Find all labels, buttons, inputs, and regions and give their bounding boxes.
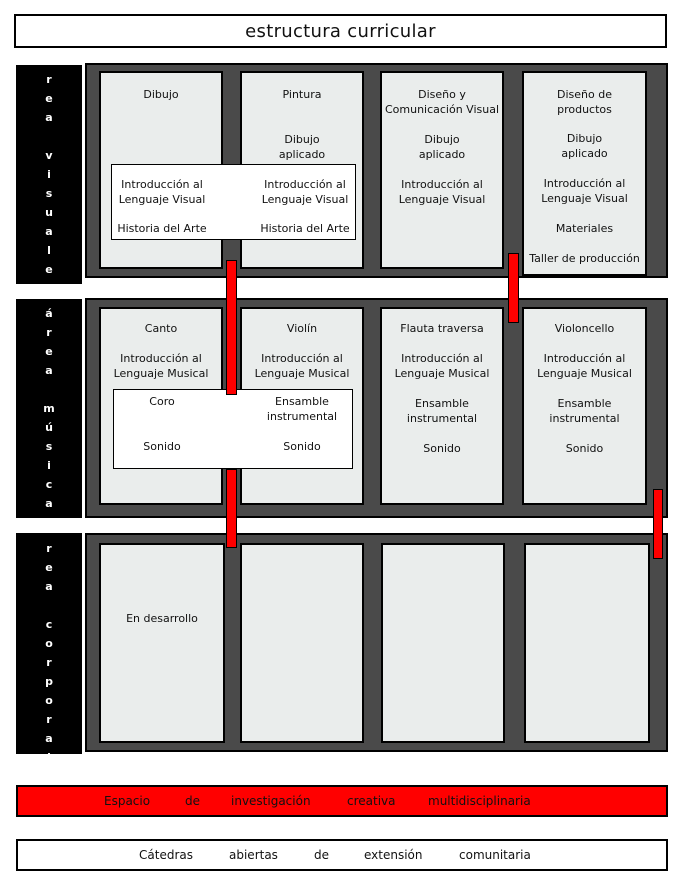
visual-shared-subjects-box: Introducción al Lenguaje Visual Introduc… bbox=[111, 164, 356, 240]
visual-col1-heading: Dibujo bbox=[143, 88, 179, 101]
music-col1-intro: Introducción al Lenguaje Musical bbox=[113, 352, 209, 380]
connector-visual-music-col4 bbox=[508, 253, 519, 323]
visual-col4-materiales: Materiales bbox=[555, 222, 614, 235]
visual-shared-historia-2: Historia del Arte bbox=[260, 222, 350, 235]
connector-music-corporal-col1 bbox=[226, 469, 237, 548]
investigacion-word-2: de bbox=[185, 794, 200, 808]
music-col3-intro: Introducción al Lenguaje Musical bbox=[394, 352, 490, 380]
investigacion-word-3: investigación bbox=[231, 794, 311, 808]
music-shared-ensamble: Ensamble instrumental bbox=[266, 395, 338, 423]
music-col1-heading: Canto bbox=[144, 322, 178, 335]
visual-shared-intro-2: Introducción al Lenguaje Visual bbox=[261, 178, 349, 206]
music-shared-sonido-2: Sonido bbox=[283, 440, 321, 453]
music-column-flauta: Flauta traversa Introducción al Lenguaje… bbox=[380, 307, 504, 505]
corporal-column-4 bbox=[524, 543, 650, 743]
corporal-col1-text: En desarrollo bbox=[126, 612, 198, 625]
music-col2-heading: Violín bbox=[286, 322, 318, 335]
connector-visual-music-col1 bbox=[226, 260, 237, 395]
investigacion-word-5: multidisciplinaria bbox=[428, 794, 531, 808]
corporal-column-2 bbox=[240, 543, 364, 743]
music-shared-subjects-box: Coro Ensamble instrumental Sonido Sonido bbox=[113, 389, 353, 469]
visual-col3-intro: Introducción al Lenguaje Visual bbox=[398, 178, 486, 206]
music-col3-ensamble: Ensamble instrumental bbox=[406, 397, 478, 425]
extension-word-5: comunitaria bbox=[459, 848, 531, 862]
music-col2-intro: Introducción al Lenguaje Musical bbox=[254, 352, 350, 380]
corporal-column-1: En desarrollo bbox=[99, 543, 225, 743]
extension-bar: Cátedras abiertas de extensión comunitar… bbox=[16, 839, 668, 871]
extension-word-3: de bbox=[314, 848, 329, 862]
music-shared-coro: Coro bbox=[149, 395, 175, 408]
connector-music-corporal-col4 bbox=[653, 489, 663, 559]
extension-word-4: extensión bbox=[364, 848, 423, 862]
visual-col3-heading: Diseño y Comunicación Visual bbox=[384, 88, 500, 116]
visual-column-diseno-comunicacion: Diseño y Comunicación Visual Dibujo apli… bbox=[380, 71, 504, 269]
music-col4-ensamble: Ensamble instrumental bbox=[549, 397, 620, 425]
music-col3-sonido: Sonido bbox=[423, 442, 461, 455]
music-col3-heading: Flauta traversa bbox=[400, 322, 484, 335]
visual-col4-heading: Diseño de productos bbox=[557, 88, 612, 116]
visual-col4-intro: Introducción al Lenguaje Visual bbox=[541, 177, 628, 205]
visual-column-diseno-productos: Diseño de productos Dibujo aplicado Intr… bbox=[522, 71, 647, 276]
music-shared-sonido-1: Sonido bbox=[143, 440, 181, 453]
investigacion-word-4: creativa bbox=[347, 794, 396, 808]
music-col4-intro: Introducción al Lenguaje Musical bbox=[537, 352, 632, 380]
visual-col4-extra: Dibujo aplicado bbox=[561, 132, 608, 160]
investigacion-bar: Espacio de investigación creativa multid… bbox=[16, 785, 668, 817]
visual-col4-taller: Taller de producción bbox=[529, 252, 640, 265]
investigacion-word-1: Espacio bbox=[104, 794, 151, 808]
extension-word-1: Cátedras bbox=[139, 848, 193, 862]
corporal-column-3 bbox=[381, 543, 505, 743]
music-col4-heading: Violoncello bbox=[554, 322, 615, 335]
page-title: estructura curricular bbox=[14, 14, 667, 48]
visual-shared-intro-1: Introducción al Lenguaje Visual bbox=[118, 178, 206, 206]
visual-shared-historia-1: Historia del Arte bbox=[117, 222, 207, 235]
visual-col3-extra: Dibujo aplicado bbox=[418, 133, 466, 161]
visual-col2-extra: Dibujo aplicado bbox=[278, 133, 326, 161]
music-column-violoncello: Violoncello Introducción al Lenguaje Mus… bbox=[522, 307, 647, 505]
music-col4-sonido: Sonido bbox=[565, 442, 604, 455]
extension-word-2: abiertas bbox=[229, 848, 278, 862]
visual-col2-heading: Pintura bbox=[282, 88, 322, 101]
